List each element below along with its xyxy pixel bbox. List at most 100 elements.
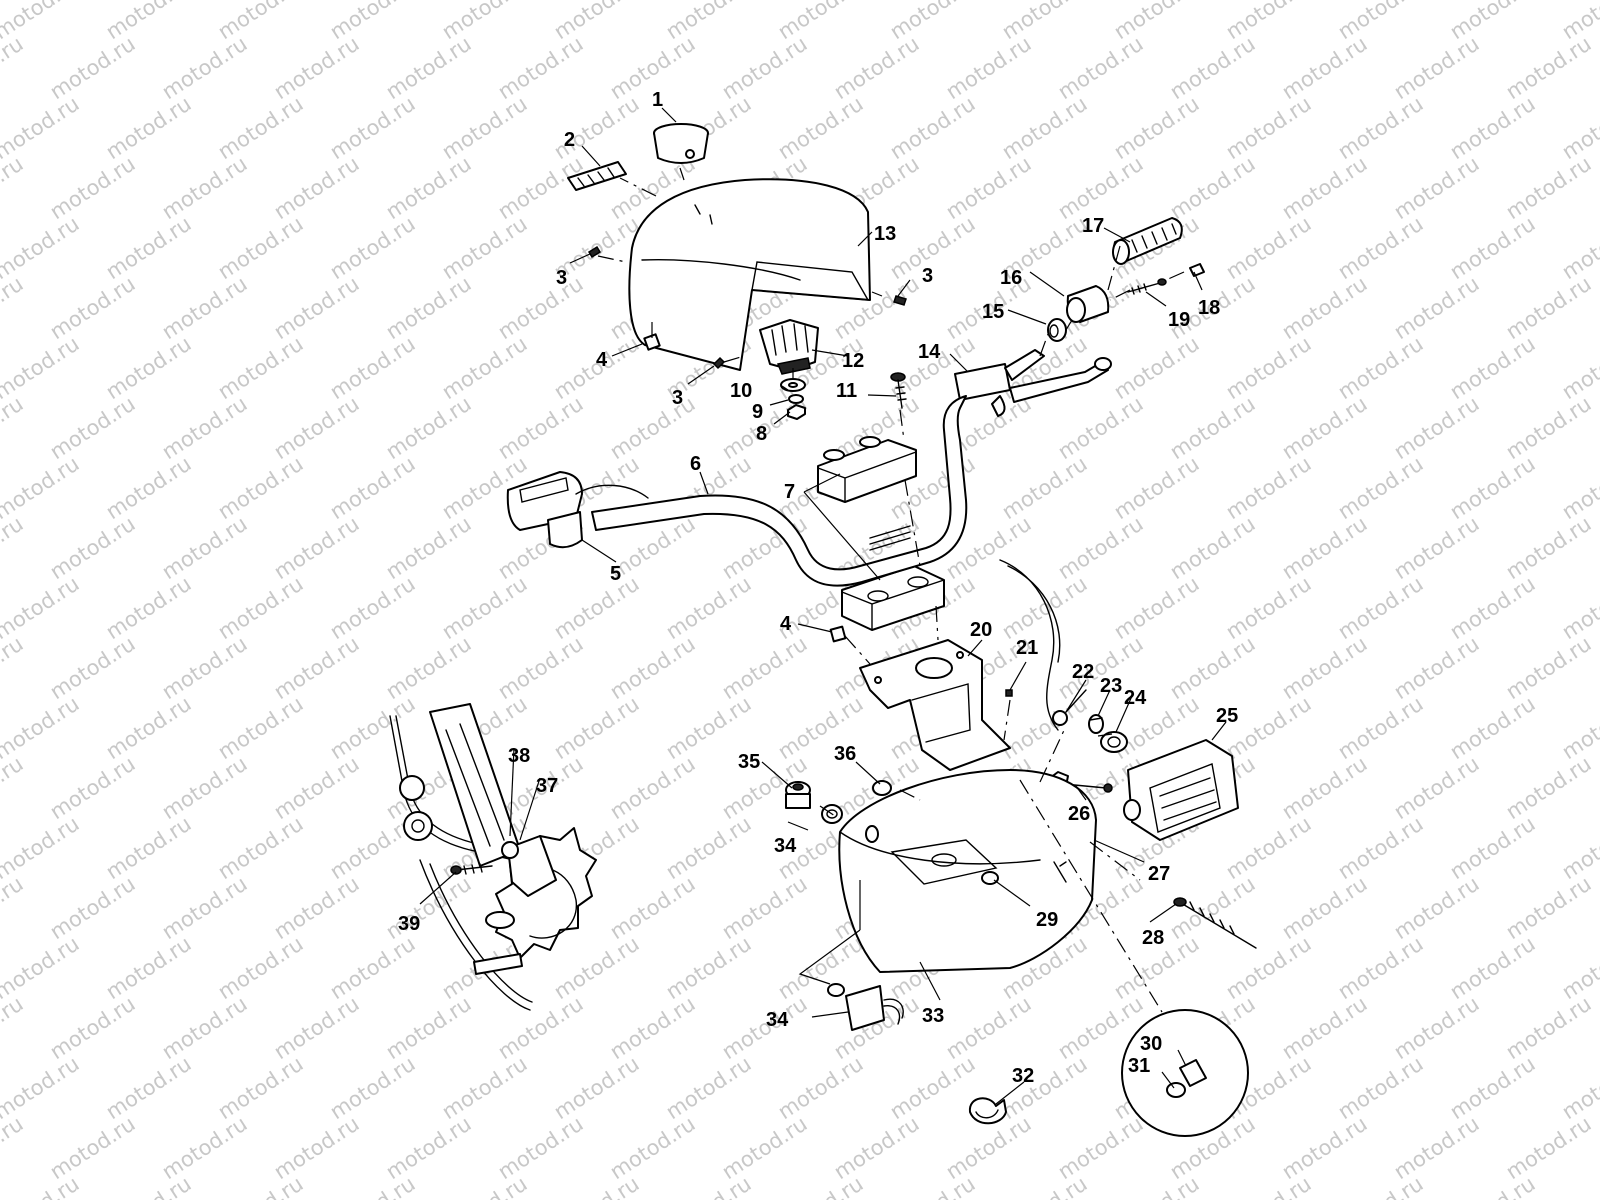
watermark-text: motod.ru — [1334, 572, 1428, 645]
watermark-text: motod.ru — [1054, 152, 1148, 225]
callout-29: 29 — [1036, 909, 1058, 931]
watermark-text: motod.ru — [494, 32, 588, 105]
callout-34: 34 — [766, 1009, 789, 1031]
watermark-text: motod.ru — [0, 512, 28, 585]
watermark-text: motod.ru — [1278, 272, 1372, 345]
watermark-text: motod.ru — [0, 392, 28, 465]
watermark-text: motod.ru — [46, 872, 140, 945]
watermark-text: motod.ru — [1054, 512, 1148, 585]
watermark-text: motod.ru — [214, 692, 308, 765]
part-18-end-cap — [1189, 263, 1205, 277]
watermark-text: motod.ru — [774, 1172, 868, 1200]
watermark-text: motod.ru — [214, 812, 308, 885]
watermark-text: motod.ru — [270, 992, 364, 1065]
callout-3: 3 — [556, 267, 567, 289]
watermark-text: motod.ru — [102, 572, 196, 645]
callout-14: 14 — [918, 341, 941, 363]
watermark-text: motod.ru — [158, 392, 252, 465]
watermark-text: motod.ru — [1222, 812, 1316, 885]
watermark-text: motod.ru — [158, 992, 252, 1065]
watermark-text: motod.ru — [1334, 212, 1428, 285]
watermark-text: motod.ru — [1110, 1172, 1204, 1200]
watermark-text: motod.ru — [662, 932, 756, 1005]
watermark-text: motod.ru — [102, 812, 196, 885]
watermark-text: motod.ru — [830, 32, 924, 105]
part-3-screws — [587, 245, 907, 370]
watermark-text: motod.ru — [942, 32, 1036, 105]
watermark-text: motod.ru — [1166, 632, 1260, 705]
watermark-text: motod.ru — [270, 1112, 364, 1185]
callout-34: 34 — [774, 835, 797, 857]
callout-23: 23 — [1100, 675, 1122, 697]
watermark-text: motod.ru — [0, 1172, 84, 1200]
watermark-text: motod.ru — [102, 332, 196, 405]
watermark-text: motod.ru — [102, 932, 196, 1005]
watermark-text: motod.ru — [494, 272, 588, 345]
watermark-text: motod.ru — [1446, 1052, 1540, 1125]
leader-lines — [419, 107, 1227, 1105]
fork-and-wheel-detail — [389, 703, 597, 1011]
watermark-text: motod.ru — [550, 572, 644, 645]
watermark-text: motod.ru — [1390, 152, 1484, 225]
watermark-text: motod.ru — [606, 872, 700, 945]
watermark-text: motod.ru — [326, 1172, 420, 1200]
watermark-text: motod.ru — [1166, 32, 1260, 105]
part-19-screw — [1127, 278, 1167, 295]
watermark-text: motod.ru — [886, 1172, 980, 1200]
watermark-text: motod.ru — [1166, 392, 1260, 465]
watermark-text: motod.ru — [1502, 872, 1596, 945]
watermark-text: motod.ru — [1502, 992, 1596, 1065]
watermark-text: motod.ru — [382, 632, 476, 705]
watermark-text: motod.ru — [1334, 1052, 1428, 1125]
part-4-clip-nut-upper — [643, 333, 661, 351]
part-24-bulb-holder — [1100, 731, 1128, 753]
watermark-text: motod.ru — [0, 872, 28, 945]
watermark-text: motod.ru — [774, 1052, 868, 1125]
detail-bubble-30-31 — [1121, 1009, 1249, 1137]
watermark-text: motod.ru — [494, 392, 588, 465]
watermark-text: motod.ru — [662, 812, 756, 885]
watermark-text: motod.ru — [382, 512, 476, 585]
watermark-text: motod.ru — [1222, 212, 1316, 285]
part-11-bolt — [890, 372, 907, 409]
watermark-text: motod.ru — [1390, 392, 1484, 465]
part-15-spacer — [1047, 318, 1067, 342]
part-25-headlight — [1123, 739, 1239, 841]
callout-12: 12 — [842, 350, 864, 372]
watermark-text: motod.ru — [438, 332, 532, 405]
watermark-text: motod.ru — [1222, 932, 1316, 1005]
part-34-switch-lower — [827, 983, 904, 1031]
callout-24: 24 — [1124, 687, 1147, 709]
watermark-text: motod.ru — [662, 1052, 756, 1125]
watermark-text: motod.ru — [1278, 1112, 1372, 1185]
watermark-text: motod.ru — [326, 92, 420, 165]
watermark-text: motod.ru — [214, 452, 308, 525]
part-29-grommet — [981, 871, 999, 885]
part-16-throttle-housing — [1066, 285, 1110, 323]
watermark-text: motod.ru — [326, 932, 420, 1005]
watermark-text: motod.ru — [102, 692, 196, 765]
watermark-text: motod.ru — [214, 212, 308, 285]
watermark-text: motod.ru — [662, 572, 756, 645]
watermark-text: motod.ru — [1446, 212, 1540, 285]
watermark-text: motod.ru — [1558, 1172, 1600, 1200]
part-10-9-8-fasteners — [780, 378, 806, 420]
part-32-hose-clamp — [968, 1097, 1007, 1125]
watermark-text: motod.ru — [102, 92, 196, 165]
part-22-light-socket — [1052, 689, 1087, 726]
callout-8: 8 — [756, 423, 767, 445]
watermark-text: motod.ru — [158, 752, 252, 825]
callout-5: 5 — [610, 563, 621, 585]
watermark-text: motod.ru — [494, 1112, 588, 1185]
watermark-text: motod.ru — [46, 992, 140, 1065]
watermark-text: motod.ru — [1166, 512, 1260, 585]
watermark-text: motod.ru — [1502, 152, 1596, 225]
watermark-text: motod.ru — [1278, 32, 1372, 105]
watermark-text: motod.ru — [718, 32, 812, 105]
watermark-text: motod.ru — [1446, 572, 1540, 645]
callout-9: 9 — [752, 401, 763, 423]
watermark-text: motod.ru — [494, 632, 588, 705]
watermark-text: motod.ru — [0, 32, 28, 105]
watermark-text: motod.ru — [718, 872, 812, 945]
